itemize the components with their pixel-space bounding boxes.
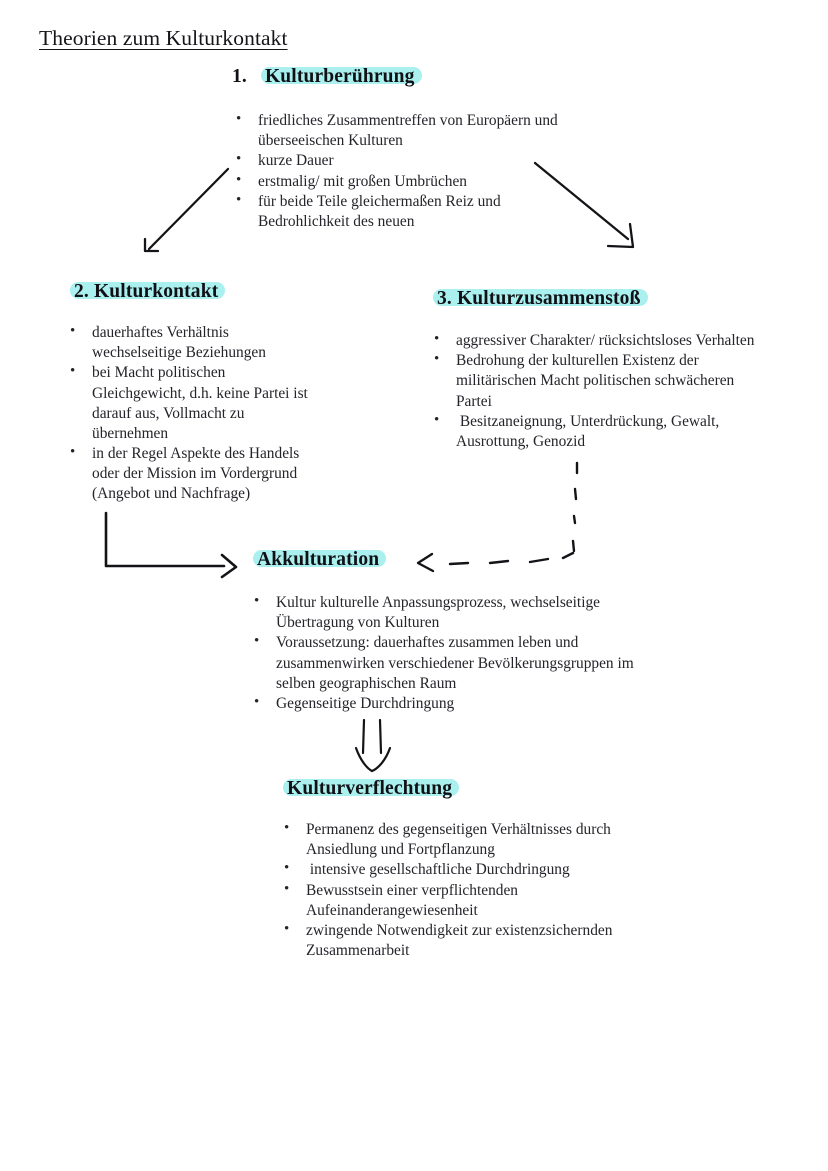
list-item-line: Gegenseitige Durchdringung xyxy=(276,694,455,712)
heading-label-kulturberuehrung: Kulturberührung xyxy=(260,66,422,88)
bullet-list-kulturberuehrung: friedliches Zusammentreffen von Europäer… xyxy=(232,110,632,232)
heading-kulturberuehrung: 1. Kulturberührung xyxy=(232,66,422,88)
list-item: Bewusstsein einer verpflichtendenAufeina… xyxy=(280,880,680,921)
heading-label-akkulturation: Akkulturation xyxy=(253,549,387,571)
list-item-line: Bedrohlichkeit des neuen xyxy=(258,212,415,230)
list-item: Bedrohung der kulturellen Existenz der mi… xyxy=(430,350,810,412)
list-item-line: intensive gesellschaftliche Durchdringun… xyxy=(306,861,570,879)
list-item: Voraussetzung: dauerhaftes zusammen lebe… xyxy=(250,632,700,694)
list-item-line: zwingende Notwendigkeit zur existenzsich… xyxy=(306,921,613,939)
heading-label-kulturkontakt: 2. Kulturkontakt xyxy=(70,281,226,303)
list-item: dauerhaftes Verhältnis wechselseitige Bez… xyxy=(66,322,396,363)
list-item-line: kurze Dauer xyxy=(258,152,334,170)
list-item-line: friedliches Zusammentreffen von Europäer… xyxy=(258,112,558,129)
bullet-list-kulturkontakt: dauerhaftes Verhältnis wechselseitige Bez… xyxy=(66,322,396,505)
list-item-line: Besitzaneignung, Unterdrückung, Gewalt, xyxy=(456,412,720,430)
list-item: erstmalig/ mit großen Umbrüchen xyxy=(232,171,632,192)
heading-akkulturation: Akkulturation xyxy=(253,549,387,571)
list-item-line: Gleichgewicht, d.h. keine Partei ist xyxy=(92,384,308,402)
list-item-line: selben geographischen Raum xyxy=(276,674,457,692)
list-item-line: Ansiedlung und Fortpflanzung xyxy=(306,841,495,859)
list-item-line: überseeischen Kulturen xyxy=(258,132,403,150)
list-item-line: darauf aus, Vollmacht zu xyxy=(92,404,245,422)
arrow-beruehrung-to-kontakt xyxy=(143,167,230,253)
list-item-line: oder der Mission im Vordergrund xyxy=(92,465,298,483)
bullet-list-kulturzusammenstoss: aggressiver Charakter/ rücksichtsloses V… xyxy=(430,330,810,452)
list-item-line: dauerhaftes Verhältnis xyxy=(92,324,229,341)
list-item: kurze Dauer xyxy=(232,150,632,171)
list-item-line: Permanenz des gegenseitigen Verhältnisse… xyxy=(306,821,611,838)
list-item-line: Übertragung von Kulturen xyxy=(276,614,440,632)
list-item-line: militärischen Macht politischen schwäche… xyxy=(456,372,735,390)
list-item-line: wechselseitige Beziehungen xyxy=(92,344,266,362)
list-item-line: zusammenwirken verschiedener Bevölkerung… xyxy=(276,654,634,672)
list-item-line: Kultur kulturelle Anpassungsprozess, wec… xyxy=(276,594,600,611)
list-item-line: Bewusstsein einer verpflichtenden xyxy=(306,881,518,899)
arrow-zusammenstoss-to-akkulturation xyxy=(416,461,579,573)
list-item-line: übernehmen xyxy=(92,424,169,442)
arrow-beruehrung-to-zusammenstoss xyxy=(533,161,635,249)
list-item-line: aggressiver Charakter/ rücksichtsloses V… xyxy=(456,332,755,349)
arrow-akkulturation-to-verflechtung xyxy=(354,718,392,773)
list-item-line: bei Macht politischen xyxy=(92,364,226,382)
list-item: Besitzaneignung, Unterdrückung, Gewalt, A… xyxy=(430,411,810,452)
arrow-kontakt-to-akkulturation xyxy=(104,511,238,579)
list-item-line: für beide Teile gleichermaßen Reiz und xyxy=(258,192,501,210)
list-item: Kultur kulturelle Anpassungsprozess, wec… xyxy=(250,592,700,633)
list-item: aggressiver Charakter/ rücksichtsloses V… xyxy=(430,330,810,351)
heading-kulturzusammenstoss: 3. Kulturzusammenstoß xyxy=(433,288,648,310)
list-item-line: in der Regel Aspekte des Handels xyxy=(92,445,300,463)
list-item: intensive gesellschaftliche Durchdringun… xyxy=(280,859,680,880)
list-item-line: Aufeinanderangewiesenheit xyxy=(306,901,478,919)
list-item-line: erstmalig/ mit großen Umbrüchen xyxy=(258,172,468,190)
heading-label-kulturzusammenstoss: 3. Kulturzusammenstoß xyxy=(433,288,648,310)
heading-kulturkontakt: 2. Kulturkontakt xyxy=(70,281,226,303)
list-item: Gegenseitige Durchdringung xyxy=(250,693,700,714)
heading-label-kulturverflechtung: Kulturverflechtung xyxy=(283,778,460,800)
heading-number-1: 1. xyxy=(232,66,247,87)
list-item: zwingende Notwendigkeit zur existenzsich… xyxy=(280,920,680,961)
page-title: Theorien zum Kulturkontakt xyxy=(39,26,288,50)
list-item-line: Partei xyxy=(456,392,492,410)
list-item-line: (Angebot und Nachfrage) xyxy=(92,485,251,503)
list-item-line: Voraussetzung: dauerhaftes zusammen lebe… xyxy=(276,634,579,652)
bullet-list-akkulturation: Kultur kulturelle Anpassungsprozess, wec… xyxy=(250,592,700,714)
list-item: friedliches Zusammentreffen von Europäer… xyxy=(232,110,632,151)
list-item: Permanenz des gegenseitigen Verhältnisse… xyxy=(280,819,680,860)
list-item: in der Regel Aspekte des Handels oder der… xyxy=(66,443,396,505)
bullet-list-kulturverflechtung: Permanenz des gegenseitigen Verhältnisse… xyxy=(280,819,680,961)
list-item-line: Bedrohung der kulturellen Existenz der xyxy=(456,352,699,370)
list-item: für beide Teile gleichermaßen Reiz undBe… xyxy=(232,191,632,232)
list-item-line: Zusammenarbeit xyxy=(306,942,410,960)
heading-kulturverflechtung: Kulturverflechtung xyxy=(283,778,460,800)
list-item-line: Ausrottung, Genozid xyxy=(456,432,586,450)
